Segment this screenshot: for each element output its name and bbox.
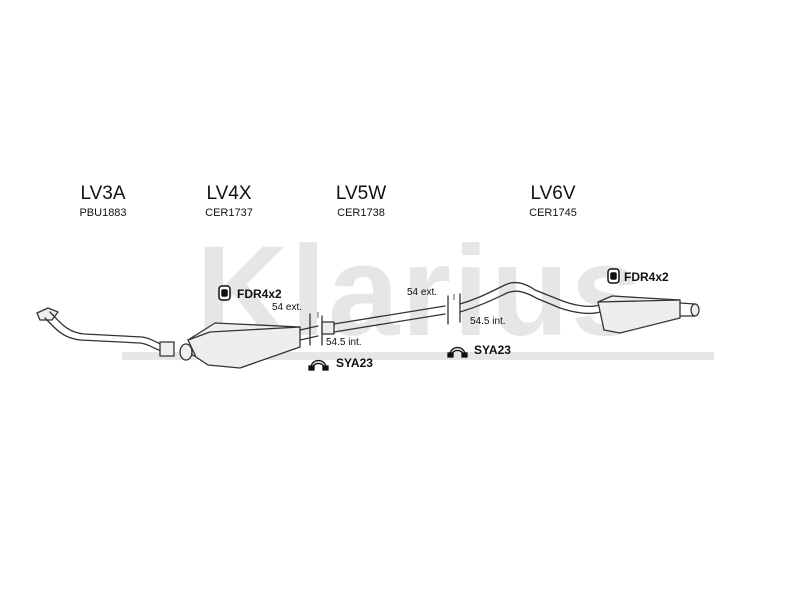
section-code-lv4x: LV4X <box>206 183 252 204</box>
centre-silencer-lv4x <box>187 322 319 369</box>
fdr-mount-icon-left <box>218 285 231 301</box>
clamp-right <box>447 293 461 325</box>
dim-left-ext: 54 ext. <box>272 302 303 313</box>
fdr-label-right: FDR4x2 <box>624 270 669 284</box>
sya-clamp-icon-left <box>308 359 329 371</box>
part-number-cer1745: CER1745 <box>529 207 577 219</box>
dim-right-ext: 54 ext. <box>407 287 438 298</box>
part-number-cer1737: CER1737 <box>205 207 253 219</box>
fdr-label-left: FDR4x2 <box>237 287 282 301</box>
section-code-lv3a: LV3A <box>80 183 126 204</box>
dim-right-int: 54.5 int. <box>470 316 506 327</box>
fdr-mount-icon-right <box>607 268 620 284</box>
section-code-lv5w: LV5W <box>335 183 387 204</box>
part-number-pbu1883: PBU1883 <box>79 207 127 219</box>
rear-silencer-lv6v <box>459 281 700 334</box>
watermark-underline <box>122 352 714 360</box>
sya-label-left: SYA23 <box>336 356 373 370</box>
intermediate-pipe-lv5w <box>321 305 446 335</box>
section-code-lv6v: LV6V <box>530 183 576 204</box>
part-number-cer1738: CER1738 <box>337 207 385 219</box>
dim-left-int: 54.5 int. <box>326 337 362 348</box>
front-pipe-lv3a <box>36 307 193 361</box>
sya-clamp-icon-right <box>447 346 468 358</box>
sya-label-right: SYA23 <box>474 343 511 357</box>
